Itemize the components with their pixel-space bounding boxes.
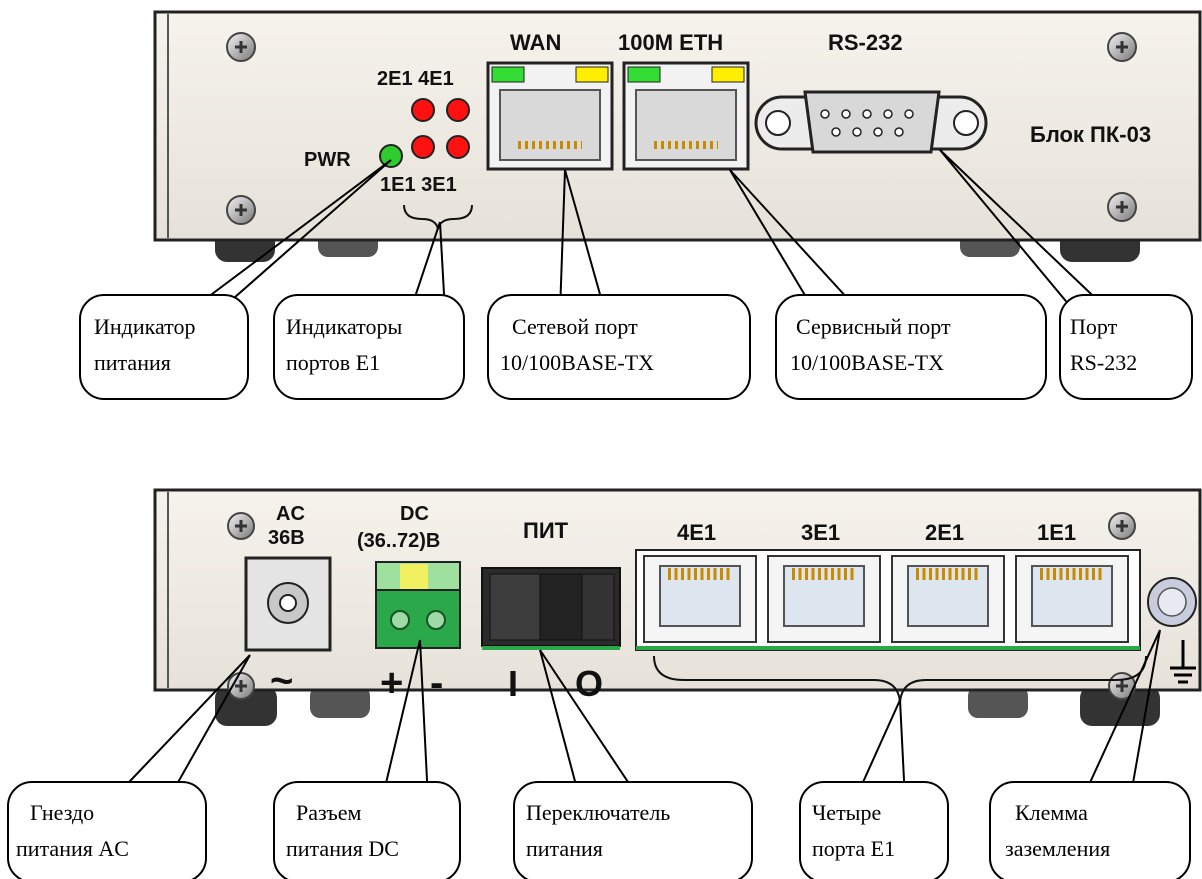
rs232-label: RS-232 bbox=[828, 30, 903, 55]
rear-callout-3: Переключатель питания bbox=[513, 781, 753, 879]
e1-led-3 bbox=[446, 135, 470, 159]
dc-bottom-label: (36..72)В bbox=[357, 530, 440, 552]
screw-icon bbox=[227, 512, 255, 540]
dc-minus-symbol: - bbox=[430, 661, 443, 705]
rear-callout-2: Разъем питания DC bbox=[273, 781, 461, 879]
e1-bottom-label: 1E1 3E1 bbox=[380, 174, 457, 196]
rear-foot-left bbox=[215, 686, 277, 726]
e1-port-1 bbox=[1015, 555, 1129, 643]
rear-callout-1: Гнездо питания AC bbox=[7, 781, 207, 879]
front-callout-5-line1: Порт bbox=[1070, 314, 1118, 339]
front-panel: PWR 2E1 4E1 1E1 3E1 WAN 100M ETH RS-232 bbox=[153, 10, 1202, 262]
rear-callout-2-line1: Разъем bbox=[296, 800, 361, 825]
pit-label: ПИТ bbox=[523, 518, 569, 543]
power-led bbox=[379, 144, 403, 168]
front-callout-1-line1: Индикатор bbox=[94, 314, 196, 339]
front-callout-3-line2: 10/100BASE-TX bbox=[500, 350, 654, 375]
rear-callout-3-line1: Переключатель bbox=[526, 800, 670, 825]
pwr-label: PWR bbox=[304, 149, 351, 171]
ac-socket bbox=[244, 556, 332, 652]
screw-icon bbox=[1108, 512, 1136, 540]
block-label: Блок ПК-03 bbox=[1030, 122, 1151, 147]
front-callout-4-line2: 10/100BASE-TX bbox=[790, 350, 944, 375]
dc-connector bbox=[375, 561, 461, 649]
eth-port bbox=[622, 61, 750, 171]
screw-icon bbox=[226, 195, 256, 225]
front-callout-2-line2: портов E1 bbox=[286, 350, 380, 375]
wan-port bbox=[486, 61, 614, 171]
port-label-1e1: 1E1 bbox=[1037, 520, 1076, 545]
front-callout-2-line1: Индикаторы bbox=[286, 314, 403, 339]
rear-foot-2 bbox=[310, 686, 370, 718]
front-leaders bbox=[187, 149, 1111, 313]
rear-callout-4: Четыре порта E1 bbox=[799, 781, 949, 879]
screw-icon bbox=[226, 32, 256, 62]
e1-port-2 bbox=[891, 555, 1005, 643]
rear-panel: AC 36В ~ DC (36..72)В + - ПИТ I bbox=[153, 488, 1202, 726]
e1-port-3 bbox=[767, 555, 881, 643]
rear-callout-5: Клемма заземления bbox=[989, 781, 1191, 879]
dc-top-label: DC bbox=[400, 503, 429, 525]
switch-off-symbol: O bbox=[575, 663, 603, 704]
rear-callout-3-line2: питания bbox=[526, 836, 603, 861]
front-callout-1: Индикатор питания bbox=[79, 294, 249, 400]
e1-port-4 bbox=[643, 555, 757, 643]
port-label-3e1: 3E1 bbox=[801, 520, 840, 545]
rear-callout-2-line2: питания DC bbox=[286, 836, 399, 861]
front-callout-3: Сетевой порт 10/100BASE-TX bbox=[487, 294, 751, 400]
front-callout-1-line2: питания bbox=[94, 350, 171, 375]
rear-callout-5-line1: Клемма bbox=[1015, 800, 1088, 825]
e1-top-label: 2E1 4E1 bbox=[377, 68, 454, 90]
front-callout-4: Сервисный порт 10/100BASE-TX bbox=[775, 294, 1047, 400]
front-callout-2: Индикаторы портов E1 bbox=[273, 294, 465, 400]
rear-leaders bbox=[111, 629, 1161, 801]
wan-label: WAN bbox=[510, 30, 561, 55]
rear-callout-5-line2: заземления bbox=[1005, 836, 1110, 861]
ac-bottom-label: 36В bbox=[268, 527, 305, 549]
screw-icon bbox=[1107, 192, 1137, 222]
port-label-2e1: 2E1 bbox=[925, 520, 964, 545]
ground-terminal bbox=[1147, 577, 1197, 627]
power-switch bbox=[481, 567, 621, 650]
ground-icon bbox=[1170, 640, 1196, 684]
e1-led-1 bbox=[411, 135, 435, 159]
dc-plus-symbol: + bbox=[380, 661, 403, 705]
eth-label: 100M ETH bbox=[618, 30, 723, 55]
rear-callout-4-line1: Четыре bbox=[812, 800, 881, 825]
front-callout-5-line2: RS-232 bbox=[1070, 350, 1137, 375]
e1-led-2 bbox=[411, 98, 435, 122]
screw-icon bbox=[1107, 32, 1137, 62]
rear-foot-right bbox=[1080, 686, 1160, 726]
port-label-4e1: 4E1 bbox=[677, 520, 716, 545]
rear-callout-1-line1: Гнездо bbox=[30, 800, 94, 825]
ac-top-label: AC bbox=[276, 503, 305, 525]
rear-callout-1-line2: питания AC bbox=[16, 836, 129, 861]
switch-on-symbol: I bbox=[508, 663, 518, 704]
rear-callout-4-line2: порта E1 bbox=[812, 836, 895, 861]
e1-led-4 bbox=[446, 98, 470, 122]
front-callout-5: Порт RS-232 bbox=[1059, 294, 1193, 400]
rs232-port bbox=[754, 90, 988, 154]
front-callout-3-line1: Сетевой порт bbox=[512, 314, 638, 339]
screw-icon bbox=[227, 672, 255, 700]
rear-foot-3 bbox=[968, 686, 1028, 718]
front-callout-4-line1: Сервисный порт bbox=[796, 314, 951, 339]
ac-tilde-symbol: ~ bbox=[270, 659, 293, 703]
